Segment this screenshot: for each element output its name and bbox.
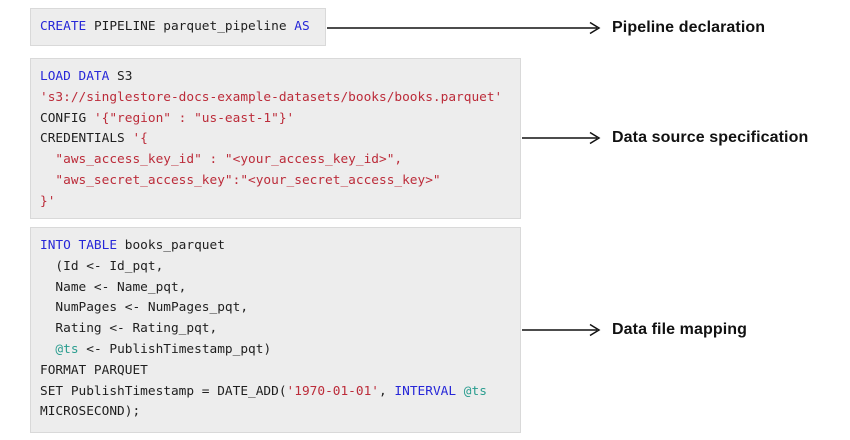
code-line: 's3://singlestore-docs-example-datasets/… <box>40 88 511 109</box>
code-line: Name <- Name_pqt, <box>40 278 511 299</box>
code-line: CREDENTIALS '{ <box>40 129 511 150</box>
code-block-data-file-mapping: INTO TABLE books_parquet (Id <- Id_pqt, … <box>30 227 521 433</box>
code-line: (Id <- Id_pqt, <box>40 257 511 278</box>
arrow-pipeline-declaration <box>327 21 601 35</box>
code-token-keyword: INTO TABLE <box>40 238 118 253</box>
code-line: @ts <- PublishTimestamp_pqt) <box>40 340 511 361</box>
annotation-label-pipeline-declaration: Pipeline declaration <box>612 19 766 36</box>
code-line: LOAD DATA S3 <box>40 67 511 88</box>
code-token-keyword: CREATE <box>40 19 87 34</box>
code-token-plain: MICROSECOND); <box>40 404 141 420</box>
code-line: CONFIG '{"region" : "us-east-1"}' <box>40 109 511 130</box>
annotation-label-data-file-mapping: Data file mapping <box>612 321 748 338</box>
code-token-plain: NumPages <- NumPages_pqt, <box>40 300 249 316</box>
code-line: Rating <- Rating_pqt, <box>40 319 511 340</box>
code-token-plain: (Id <- Id_pqt, <box>40 258 164 274</box>
code-token-string: }' <box>40 193 56 209</box>
code-token-keyword: AS <box>294 19 310 34</box>
code-line: NumPages <- NumPages_pqt, <box>40 298 511 319</box>
code-token-string: 's3://singlestore-docs-example-datasets/… <box>40 89 503 105</box>
code-token-plain: CONFIG <box>40 110 94 126</box>
code-token-plain: <- PublishTimestamp_pqt) <box>78 341 272 357</box>
code-token-string: '{ <box>132 131 148 147</box>
code-block-pipeline-declaration: CREATE PIPELINE parquet_pipeline AS <box>30 8 326 46</box>
code-token-plain: Rating <- Rating_pqt, <box>40 321 218 337</box>
code-line: "aws_access_key_id" : "<your_access_key_… <box>40 150 511 171</box>
code-block-data-source-specification: LOAD DATA S3's3://singlestore-docs-examp… <box>30 58 521 219</box>
code-token-keyword: LOAD DATA <box>40 69 110 84</box>
code-token-plain: , <box>379 383 395 399</box>
annotation-label-data-source-specification: Data source specification <box>612 129 809 146</box>
code-line: MICROSECOND); <box>40 402 511 423</box>
code-token-plain: CREDENTIALS <box>40 131 133 147</box>
code-token-plain: Name <- Name_pqt, <box>40 279 187 295</box>
arrow-data-source-specification <box>522 131 601 145</box>
code-line: "aws_secret_access_key":"<your_secret_ac… <box>40 171 511 192</box>
code-token-plain: SET PublishTimestamp = DATE_ADD( <box>40 383 287 399</box>
code-token-plain <box>40 342 55 357</box>
code-token-plain: FORMAT PARQUET <box>40 362 148 378</box>
code-token-variable: @ts <box>55 341 79 357</box>
code-token-plain <box>456 384 464 399</box>
code-token-string: "aws_secret_access_key":"<your_secret_ac… <box>40 172 441 188</box>
code-token-string: "aws_access_key_id" : "<your_access_key_… <box>40 152 403 168</box>
code-line: SET PublishTimestamp = DATE_ADD('1970-01… <box>40 382 511 403</box>
code-token-string: '{"region" : "us-east-1"}' <box>93 110 295 126</box>
code-token-plain: PIPELINE parquet_pipeline <box>86 19 295 34</box>
code-token-variable: @ts <box>463 383 487 399</box>
code-line: }' <box>40 192 511 213</box>
code-line: CREATE PIPELINE parquet_pipeline AS <box>40 17 316 38</box>
code-token-plain: books_parquet <box>117 238 225 253</box>
arrow-data-file-mapping <box>522 323 601 337</box>
code-line: INTO TABLE books_parquet <box>40 236 511 257</box>
code-token-keyword: INTERVAL <box>394 383 457 399</box>
code-token-plain: S3 <box>109 69 133 84</box>
code-token-string: '1970-01-01' <box>286 383 379 399</box>
code-line: FORMAT PARQUET <box>40 361 511 382</box>
